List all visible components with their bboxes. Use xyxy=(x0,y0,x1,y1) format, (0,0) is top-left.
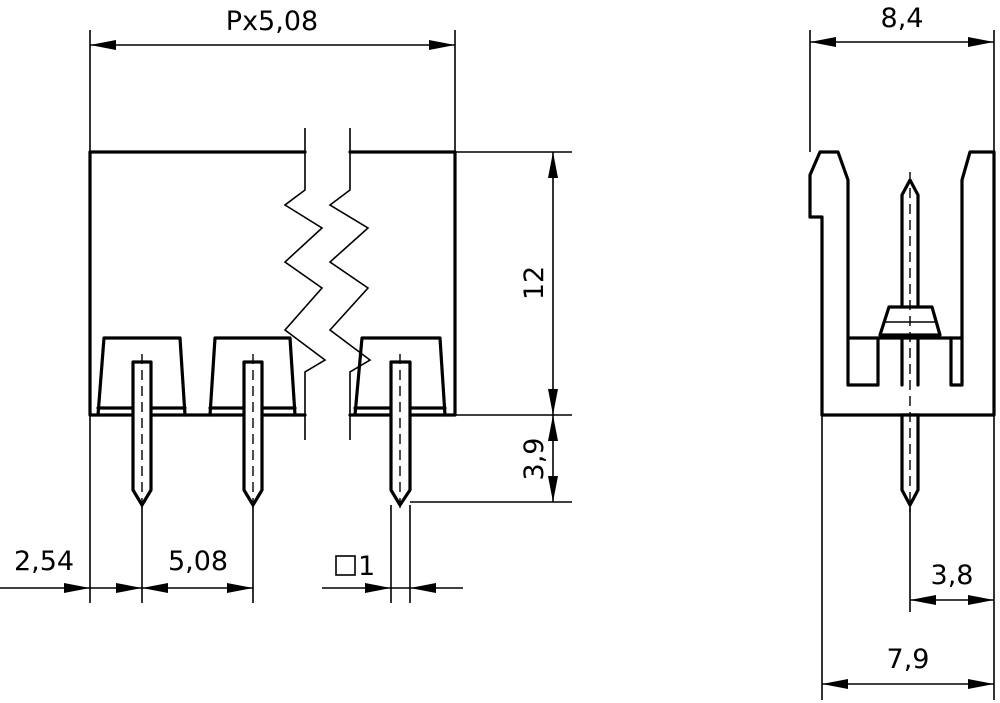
dim-offset-first-pin: 2,54 xyxy=(14,546,74,577)
pin-2 xyxy=(242,354,264,512)
dim-pin-length: 3,9 xyxy=(519,438,550,481)
side-view: 8,4 3,8 7,9 xyxy=(808,3,996,700)
dim-pin-pitch: 5,08 xyxy=(168,546,228,577)
square-symbol xyxy=(335,555,356,576)
pin-1 xyxy=(131,354,153,512)
dim-pin-offset-side: 3,8 xyxy=(931,560,974,591)
pin-3 xyxy=(389,354,412,512)
break-line-left xyxy=(283,128,327,440)
dim-height-body: 12 xyxy=(519,266,550,300)
body-left-outline xyxy=(88,150,307,417)
housing-outline xyxy=(808,150,996,417)
dim-pitch-total: Px5,08 xyxy=(226,6,318,37)
dim-pin-square: 1 xyxy=(358,551,375,582)
dim-width-top: 8,4 xyxy=(881,3,924,34)
dim-width-bottom: 7,9 xyxy=(887,644,930,675)
front-view: Px5,08 12 3,9 2,54 5,08 1 xyxy=(0,6,572,603)
break-line-right xyxy=(328,128,372,440)
